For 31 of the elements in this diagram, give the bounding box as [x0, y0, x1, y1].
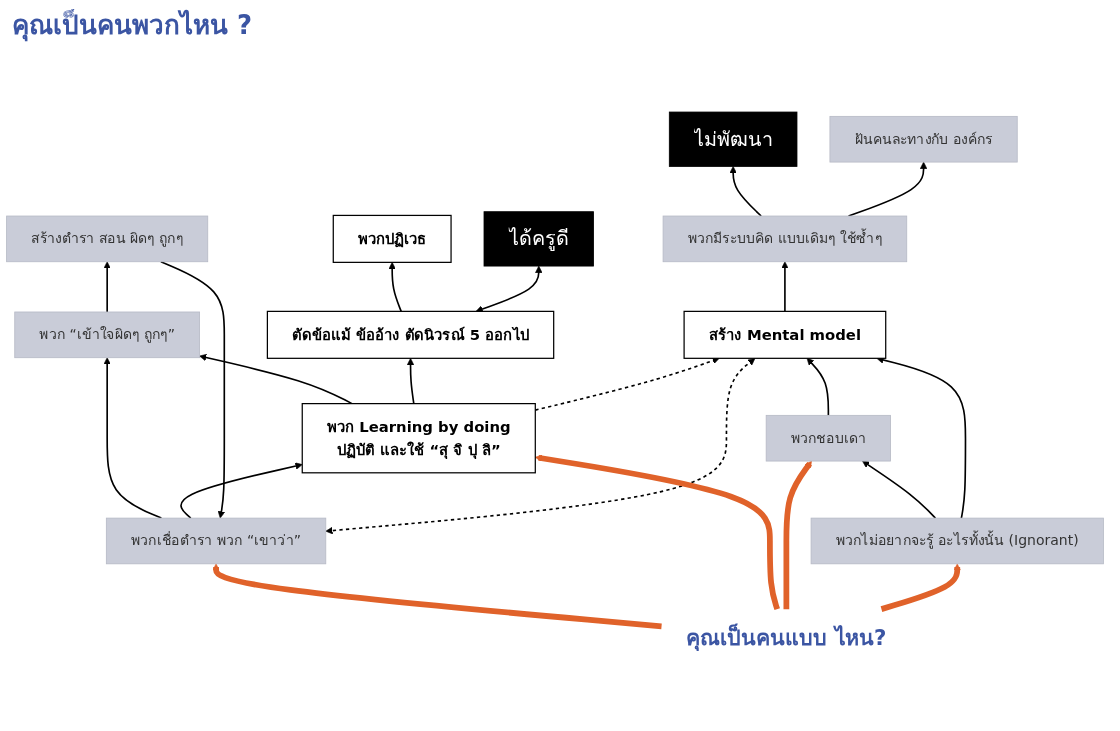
node-box: ตัดข้อแม้ ข้ออ้าง ตัดนิวรณ์ 5 ออกไป	[266, 310, 555, 359]
arrow	[388, 262, 402, 313]
arrow	[783, 460, 812, 610]
node-box: พวก “เข้าใจผิดๆ ถูกๆ”	[14, 311, 200, 359]
arrow	[862, 460, 937, 519]
arrow	[729, 166, 762, 217]
arrow	[781, 261, 789, 313]
arrow	[806, 358, 830, 417]
arrow	[325, 358, 756, 535]
node-box: พวกมีระบบคิด แบบเดิมๆ ใช้ซ้ำๆ	[662, 215, 908, 263]
arrow	[180, 462, 303, 519]
arrow	[199, 354, 353, 405]
node-box: พวกเชื่อตำรา พวก “เขาว่า”	[105, 517, 327, 565]
node-box: พวก Learning by doing ปฏิบัติ และใช้ “สุ จิ ปุ ลิ”	[301, 403, 536, 474]
node-box: พวกไม่อยากจะรู้ อะไรทั้งนั้น (Ignorant)	[810, 517, 1104, 565]
node-box: สร้างตำรา สอน ผิดๆ ถูกๆ	[6, 215, 209, 263]
node-box: พวกปฏิเวธ	[332, 214, 452, 263]
arrow	[103, 357, 163, 519]
node-text: คุณเป็นคนแบบ ไหน?	[686, 624, 887, 650]
arrow	[876, 356, 967, 519]
arrow	[880, 563, 961, 612]
title: คุณเป็นคนพวกไหน ?	[12, 8, 254, 44]
arrow	[160, 260, 226, 519]
node-box: พวกชอบเดา	[765, 414, 891, 462]
arrow	[212, 563, 662, 630]
arrow	[847, 161, 928, 217]
arrow	[475, 265, 543, 313]
node-box: ฝันคนละทางกับ องค์กร	[829, 115, 1018, 163]
node-box: สร้าง Mental model	[683, 310, 887, 359]
arrow	[406, 358, 415, 405]
arrow	[103, 261, 111, 313]
